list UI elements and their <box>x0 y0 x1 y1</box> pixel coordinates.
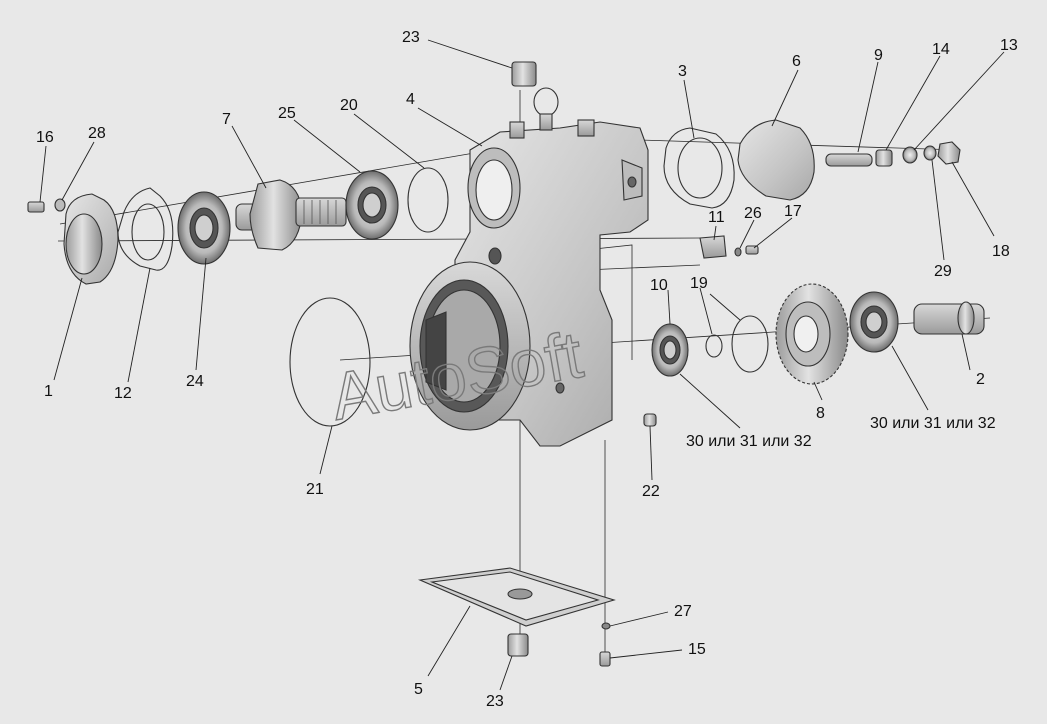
bushing-14 <box>875 149 893 167</box>
label-4: 4 <box>406 91 415 108</box>
label-28: 28 <box>88 125 106 142</box>
plug-23-top <box>511 61 537 87</box>
part-labels: 16 28 1 12 24 7 25 20 4 23 21 3 6 9 14 1… <box>36 29 1018 710</box>
shaft-2 <box>913 301 985 335</box>
label-23-top: 23 <box>402 29 420 46</box>
label-14: 14 <box>932 41 950 58</box>
label-12: 12 <box>114 385 132 402</box>
label-1: 1 <box>44 383 53 400</box>
bearing-24 <box>177 191 231 265</box>
leader-lines <box>39 39 1005 691</box>
bolt-17 <box>745 245 759 255</box>
bearing-30-left <box>651 323 689 377</box>
label-6: 6 <box>792 53 801 70</box>
label-20: 20 <box>340 97 358 114</box>
label-25: 25 <box>278 105 296 122</box>
label-24: 24 <box>186 373 204 390</box>
washer-13 <box>902 146 918 164</box>
label-13: 13 <box>1000 37 1018 54</box>
cover-plate-6 <box>737 119 815 201</box>
label-10: 10 <box>650 277 668 294</box>
label-30-right: 30 или 31 или 32 <box>870 415 996 432</box>
label-9: 9 <box>874 47 883 64</box>
washer-29 <box>923 145 937 161</box>
label-2: 2 <box>976 371 985 388</box>
label-22: 22 <box>642 483 660 500</box>
bolt-16 <box>27 201 45 213</box>
bolt-15 <box>599 651 611 667</box>
plug-23-bottom <box>507 633 529 657</box>
seal-ring-21 <box>289 297 371 427</box>
gear-8 <box>775 283 849 385</box>
label-11: 11 <box>708 209 725 226</box>
label-5: 5 <box>414 681 423 698</box>
label-18: 18 <box>992 243 1010 260</box>
washer-27 <box>601 622 611 630</box>
plug-22 <box>643 413 657 427</box>
label-17: 17 <box>784 203 802 220</box>
label-3: 3 <box>678 63 687 80</box>
bracket-11 <box>699 235 727 259</box>
washer-28 <box>54 198 66 212</box>
label-23-bottom: 23 <box>486 693 504 710</box>
housing-4 <box>409 87 649 447</box>
pan-cover-5 <box>417 567 616 627</box>
label-8: 8 <box>816 405 825 422</box>
label-21: 21 <box>306 481 324 498</box>
washer-26 <box>734 247 742 257</box>
snap-ring-right <box>731 315 769 373</box>
bearing-30-right <box>849 291 899 353</box>
label-29: 29 <box>934 263 952 280</box>
gasket-12 <box>117 187 174 271</box>
nut-18 <box>937 141 961 165</box>
label-19: 19 <box>690 275 708 292</box>
label-16: 16 <box>36 129 54 146</box>
ring-19 <box>705 334 723 358</box>
label-30-left: 30 или 31 или 32 <box>686 433 812 450</box>
bearing-cover-1 <box>63 193 119 285</box>
pin-9 <box>825 153 873 167</box>
bearing-25 <box>345 170 399 240</box>
label-26: 26 <box>744 205 762 222</box>
label-15: 15 <box>688 641 706 658</box>
label-27: 27 <box>674 603 692 620</box>
label-7: 7 <box>222 111 231 128</box>
gasket-3 <box>663 127 735 209</box>
snap-ring-20 <box>407 167 449 233</box>
